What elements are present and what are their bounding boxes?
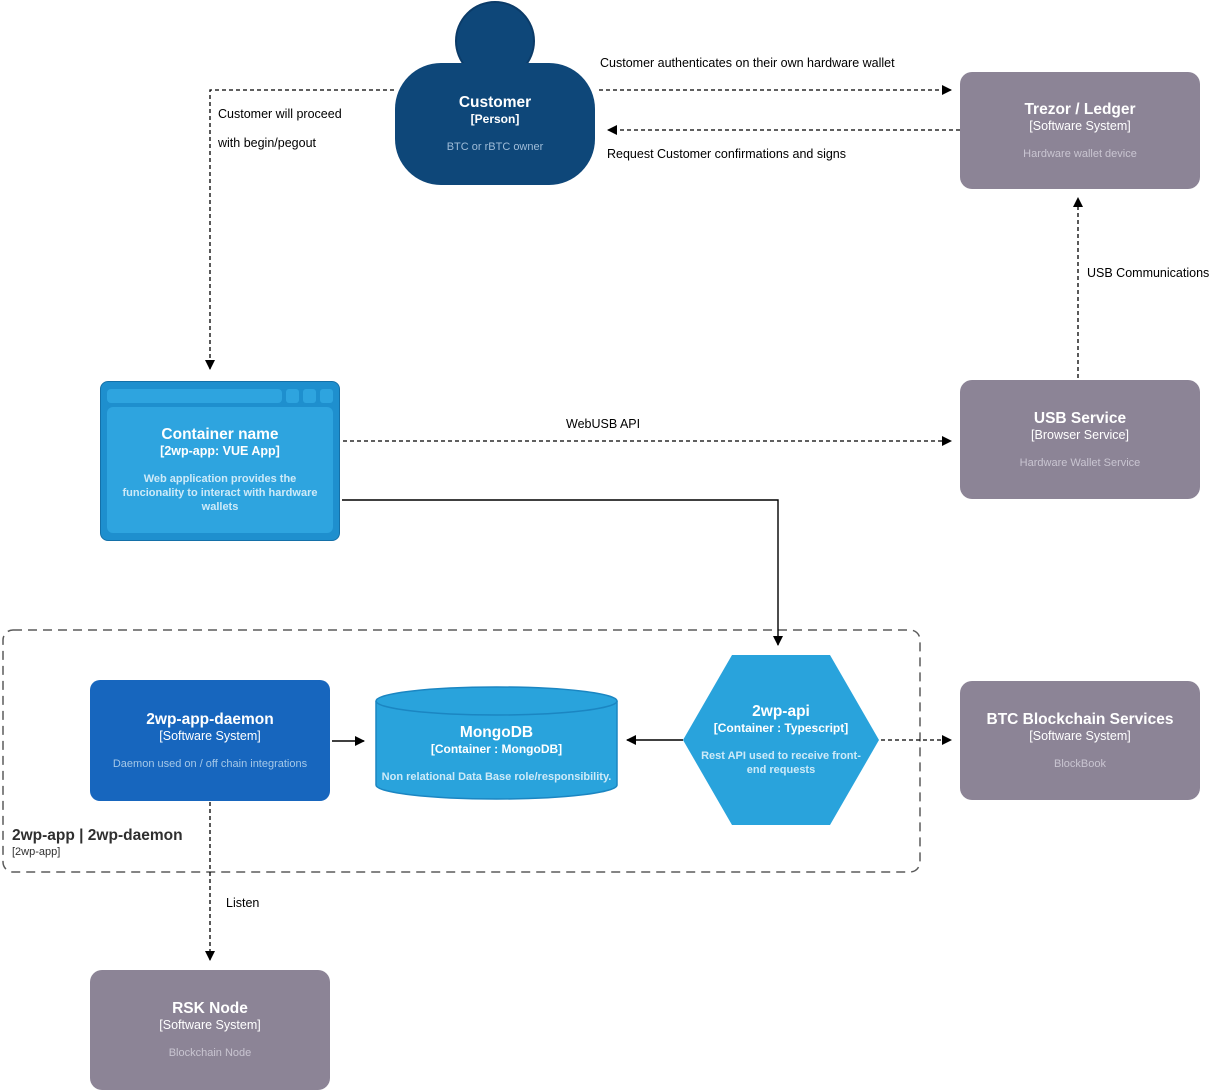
node-mongodb: MongoDB [Container : MongoDB] Non relati…	[375, 686, 618, 800]
edge-label-proceed-line2: with begin/pegout	[218, 136, 316, 150]
node-title: RSK Node	[172, 1000, 248, 1017]
node-type: [Software System]	[1029, 118, 1131, 133]
edge-label-webusb-api: WebUSB API	[566, 417, 641, 431]
edge-webapp-to-api	[342, 499, 783, 646]
edge-label-proceed-line1: Customer will proceed	[218, 107, 342, 121]
node-desc: Hardware wallet device	[1023, 147, 1137, 160]
node-type: [Person]	[470, 112, 520, 126]
boundary-label: 2wp-app | 2wp-daemon [2wp-app]	[12, 827, 183, 859]
node-title: MongoDB	[459, 724, 534, 741]
edge-label-usb-communications: USB Communications	[1087, 266, 1210, 280]
node-2wp-app-daemon: 2wp-app-daemon [Software System] Daemon …	[90, 680, 330, 801]
node-title: Customer	[458, 94, 532, 111]
node-title: USB Service	[1033, 409, 1127, 427]
node-type: [Browser Service]	[1031, 427, 1129, 442]
node-title: Trezor / Ledger	[1024, 100, 1136, 118]
node-title: BTC Blockchain Services	[986, 710, 1174, 728]
node-btc-blockchain-services: BTC Blockchain Services [Software System…	[960, 681, 1200, 800]
node-title: Container name	[161, 426, 279, 443]
node-type: [Software System]	[159, 1018, 261, 1032]
node-desc: BlockBook	[1054, 757, 1106, 770]
node-title: 2wp-api	[752, 703, 810, 720]
node-desc: Non relational Data Base role/responsibi…	[381, 771, 612, 783]
node-desc: Daemon used on / off chain integrations	[112, 757, 308, 770]
browser-button-icon	[320, 388, 333, 403]
node-2wp-api: 2wp-api [Container : Typescript] Rest AP…	[683, 655, 879, 825]
node-desc: Blockchain Node	[168, 1047, 252, 1059]
cylinder-text: MongoDB [Container : MongoDB] Non relati…	[375, 686, 618, 800]
edge-label-proceed: Customer will proceed with begin/pegout	[218, 100, 342, 158]
node-type: [Container : Typescript]	[713, 721, 849, 735]
node-webapp-browser: Container name [2wp-app: VUE App] Web ap…	[100, 381, 340, 541]
node-title: 2wp-app-daemon	[146, 710, 274, 728]
node-type: [Software System]	[1029, 728, 1131, 743]
browser-titlebar	[101, 382, 339, 404]
node-rsk-node: RSK Node [Software System] Blockchain No…	[90, 970, 330, 1090]
edge-label-listen: Listen	[226, 896, 260, 910]
boundary-title: 2wp-app | 2wp-daemon	[12, 827, 183, 844]
node-desc: BTC or rBTC owner	[446, 141, 544, 153]
browser-content: Container name [2wp-app: VUE App] Web ap…	[107, 407, 333, 533]
edge-label-authenticates: Customer authenticates on their own hard…	[600, 56, 895, 70]
boundary-subtitle: [2wp-app]	[12, 846, 61, 858]
node-trezor-ledger: Trezor / Ledger [Software System] Hardwa…	[960, 72, 1200, 189]
browser-address-bar	[107, 388, 282, 403]
browser-button-icon	[286, 388, 299, 403]
node-type: [Container : MongoDB]	[430, 742, 563, 756]
node-customer: Customer [Person] BTC or rBTC owner	[395, 63, 595, 185]
node-usb-service: USB Service [Browser Service] Hardware W…	[960, 380, 1200, 499]
edge-label-request-confirmations: Request Customer confirmations and signs	[607, 147, 847, 161]
node-desc: Web application provides the funcionalit…	[122, 473, 318, 513]
node-desc: Hardware Wallet Service	[1019, 456, 1141, 469]
browser-button-icon	[303, 388, 316, 403]
node-type: [2wp-app: VUE App]	[160, 444, 280, 458]
node-type: [Software System]	[159, 728, 261, 743]
node-desc: Rest API used to receive front-end reque…	[701, 750, 861, 776]
